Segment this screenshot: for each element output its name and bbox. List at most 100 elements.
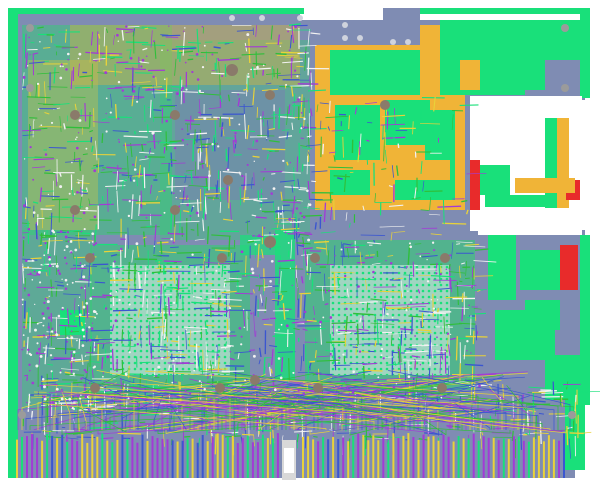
signal-trace xyxy=(47,86,68,88)
signal-trace xyxy=(169,159,177,162)
signal-trace xyxy=(57,284,65,287)
signal-trace xyxy=(89,50,92,63)
via xyxy=(163,78,166,81)
signal-trace xyxy=(43,422,46,435)
signal-trace xyxy=(414,187,417,199)
signal-trace xyxy=(78,306,81,327)
signal-trace xyxy=(541,391,564,394)
signal-trace xyxy=(328,100,331,114)
via xyxy=(279,212,282,215)
edge-connector[interactable] xyxy=(16,433,565,478)
via xyxy=(338,356,341,359)
signal-trace xyxy=(230,129,256,133)
via xyxy=(242,308,245,311)
signal-trace xyxy=(338,119,340,124)
via xyxy=(22,236,25,239)
signal-trace xyxy=(90,265,92,275)
bga-bottom-left-region[interactable] xyxy=(90,245,250,395)
via xyxy=(184,27,186,29)
mounting-hole xyxy=(215,383,225,393)
signal-trace xyxy=(237,352,240,360)
mounting-hole xyxy=(264,236,276,248)
signal-trace xyxy=(127,330,131,347)
via xyxy=(167,232,170,235)
connector-finger xyxy=(276,433,279,478)
via xyxy=(47,193,50,196)
signal-trace xyxy=(207,351,220,353)
connector-finger xyxy=(201,435,204,478)
signal-trace xyxy=(293,93,296,117)
via xyxy=(91,79,93,82)
mounting-hole xyxy=(226,64,238,76)
connector-finger xyxy=(512,436,515,478)
via xyxy=(68,397,72,401)
via xyxy=(50,121,54,124)
signal-trace xyxy=(175,220,200,223)
signal-trace xyxy=(241,433,254,436)
signal-trace xyxy=(459,280,463,283)
via xyxy=(327,289,331,292)
signal-trace xyxy=(428,335,432,359)
via xyxy=(407,375,411,379)
via xyxy=(289,267,292,269)
signal-trace xyxy=(276,210,295,212)
connector-finger xyxy=(407,433,410,478)
signal-trace xyxy=(89,129,94,133)
via xyxy=(27,348,30,351)
via xyxy=(257,234,261,238)
signal-trace xyxy=(480,433,483,450)
signal-trace xyxy=(373,437,389,440)
signal-trace xyxy=(407,244,411,265)
via xyxy=(32,178,35,181)
right-lower-power-section[interactable] xyxy=(488,235,580,400)
via xyxy=(228,330,231,333)
signal-trace xyxy=(370,322,395,325)
signal-trace xyxy=(322,143,325,155)
signal-trace xyxy=(254,235,257,259)
via xyxy=(389,261,393,265)
signal-trace xyxy=(203,253,206,270)
via xyxy=(160,357,164,360)
fanout-trace xyxy=(49,371,528,430)
signal-trace xyxy=(151,172,171,175)
via-layer xyxy=(21,25,481,411)
signal-trace xyxy=(227,94,231,102)
fanout-trace xyxy=(388,370,523,430)
via xyxy=(238,326,242,330)
signal-trace xyxy=(278,107,281,129)
right-power-strip[interactable] xyxy=(470,118,580,210)
signal-trace xyxy=(45,272,48,277)
signal-trace xyxy=(219,305,242,307)
via xyxy=(184,390,187,393)
bga-bottom-right-region[interactable] xyxy=(305,240,475,390)
connector-finger xyxy=(51,435,54,478)
signal-trace xyxy=(331,271,355,274)
connector-finger xyxy=(442,434,445,478)
via xyxy=(296,75,299,78)
via xyxy=(300,127,303,130)
via xyxy=(294,25,298,29)
connector-finger xyxy=(116,440,119,478)
power-section[interactable] xyxy=(315,20,525,210)
connector-finger xyxy=(16,439,18,478)
signal-trace xyxy=(182,32,186,56)
signal-trace xyxy=(116,404,139,408)
signal-trace xyxy=(218,262,220,266)
via xyxy=(250,267,254,271)
signal-trace xyxy=(44,345,47,365)
via xyxy=(166,304,169,307)
signal-trace xyxy=(103,70,123,73)
signal-trace xyxy=(196,28,200,53)
via xyxy=(277,357,281,360)
via xyxy=(449,333,452,336)
signal-trace xyxy=(281,357,284,372)
via xyxy=(256,65,259,69)
signal-trace xyxy=(89,112,91,128)
signal-trace xyxy=(296,242,311,245)
connector-finger xyxy=(347,441,350,478)
via xyxy=(181,86,185,90)
signal-trace xyxy=(158,370,167,373)
signal-trace xyxy=(165,287,189,290)
via xyxy=(303,117,306,121)
